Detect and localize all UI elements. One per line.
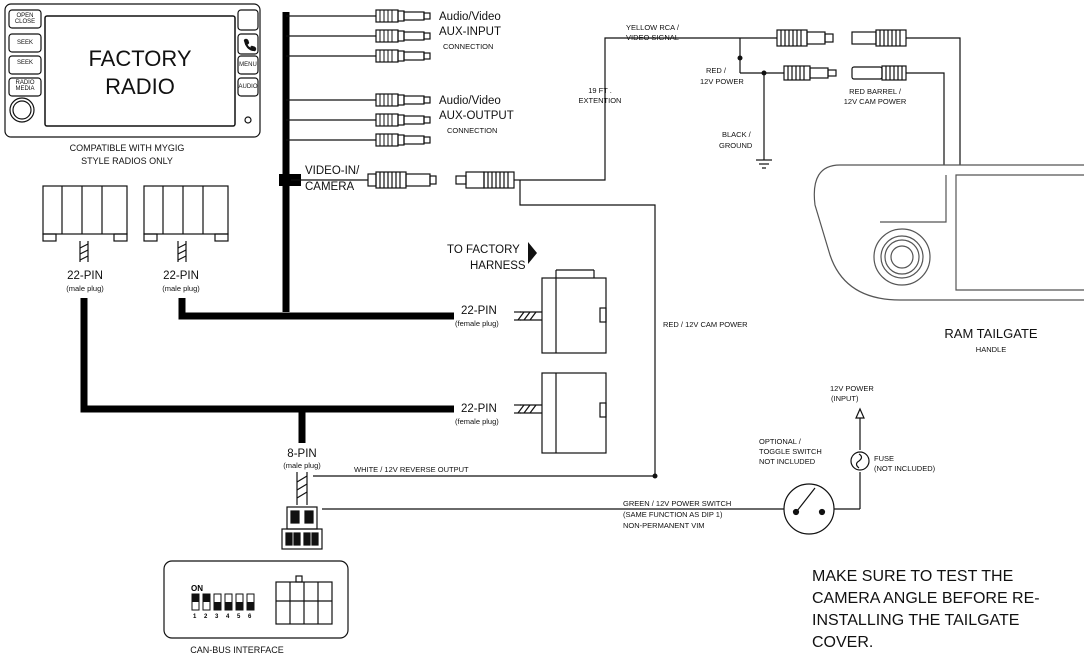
install-note: MAKE SURE TO TEST THE CAMERA ANGLE BEFOR…	[812, 568, 1040, 651]
dip-switch-number: 1	[193, 614, 197, 620]
dip-switch-number: 2	[204, 614, 208, 620]
dip-switch-knob	[247, 602, 254, 610]
radio-button-label: MENU	[239, 62, 257, 68]
green-switch-label-line1: GREEN / 12V POWER SWITCH	[623, 499, 732, 508]
module-plug-type: (male plug)	[283, 461, 321, 470]
aux-output-rca-plugs	[375, 93, 431, 147]
dip-switch-bank: ON 1 2 3 4 5 6	[191, 584, 255, 620]
phone-icon	[243, 38, 257, 52]
aux-output-label-line1: Audio/Video	[439, 95, 501, 107]
white-wire-junction	[652, 473, 658, 479]
yellow-rca-label-line2: VIDEO SIGNAL	[626, 33, 679, 42]
ram-tailgate-handle	[813, 164, 1084, 301]
power-input-label-line1: 12V POWER	[830, 384, 874, 393]
extension-label-line1: 19 FT .	[588, 86, 612, 95]
red-ground-junction	[761, 70, 767, 76]
harness-clip	[279, 174, 301, 186]
green-switch-label-line3: NON-PERMANENT VIM	[623, 521, 705, 530]
canbus-interface-label: CAN-BUS INTERFACE	[190, 645, 284, 655]
harness-plug-1-type: (female plug)	[455, 319, 499, 328]
yellow-red-junction	[737, 55, 743, 61]
radio-title-line2: RADIO	[105, 74, 175, 99]
dip-switch-number: 6	[248, 614, 252, 620]
red-power-label-line1: RED /	[706, 66, 727, 75]
aux-output-label-line3: CONNECTION	[447, 126, 498, 135]
dip-switch-knob	[225, 602, 232, 610]
harness-connector-1	[514, 269, 607, 354]
yellow-rca-label-line1: YELLOW RCA /	[626, 23, 679, 32]
factory-harness-label-line2: HARNESS	[470, 260, 526, 272]
black-ground-label-line2: GROUND	[719, 141, 753, 150]
module-plug-pins: 8-PIN	[287, 448, 317, 460]
radio-plug-1-type: (male plug)	[66, 284, 104, 293]
red-barrel-label-line2: 12V CAM POWER	[843, 97, 907, 106]
extension-label-line2: EXTENTION	[578, 96, 622, 105]
power-input-label-line2: (INPUT)	[831, 394, 859, 403]
toggle-switch-icon	[783, 483, 835, 535]
radio-connector-1	[42, 185, 128, 262]
harness-plug-1-pins: 22-PIN	[461, 305, 497, 317]
branch-wires	[286, 15, 376, 181]
harness-connector-2	[514, 372, 607, 454]
dip-switch-knob	[236, 602, 243, 610]
radio-button-label: SEEK	[16, 40, 33, 46]
radio-compat-line2: STYLE RADIOS ONLY	[81, 156, 173, 166]
radio-button-label: RADIO MEDIA	[15, 80, 35, 92]
canbus-module-body	[163, 560, 349, 639]
toggle-label-line2: TOGGLE SWITCH	[759, 447, 822, 456]
aux-input-label-line1: Audio/Video	[439, 11, 501, 23]
extension-cable	[519, 37, 740, 476]
dip-switch-knob	[203, 594, 210, 602]
radio-plug-2-type: (male plug)	[162, 284, 200, 293]
red-cam-power-wire-label: RED / 12V CAM POWER	[663, 320, 748, 329]
dip-switch-knob	[192, 594, 199, 602]
red-power-label-line2: 12V POWER	[700, 77, 744, 86]
rca-grip-lines	[379, 10, 393, 146]
radio-button-label: OPEN CLOSE	[14, 13, 36, 25]
aux-input-label-line3: CONNECTION	[443, 42, 494, 51]
white-reverse-wire-label: WHITE / 12V REVERSE OUTPUT	[354, 465, 469, 474]
toggle-label-line3: NOT INCLUDED	[759, 457, 816, 466]
fuse-label-line2: (NOT INCLUDED)	[874, 464, 936, 473]
radio-connector-2	[143, 185, 229, 262]
factory-radio-unit	[4, 3, 261, 138]
tailgate-subtitle: HANDLE	[975, 345, 1007, 354]
harness-plug-2-type: (female plug)	[455, 417, 499, 426]
main-harness	[80, 12, 454, 443]
dip-switch-knob	[214, 602, 221, 610]
radio-button-label: AUDIO	[238, 84, 258, 90]
dip-on-label: ON	[191, 584, 203, 593]
fuse-label-line1: FUSE	[874, 454, 895, 463]
video-in-rca-connector	[367, 171, 520, 189]
red-barrel-label-line1: RED BARREL /	[849, 87, 901, 96]
harness-direction-arrow	[528, 242, 537, 264]
radio-button-label: SEEK	[16, 60, 33, 66]
radio-plug-2-pins: 22-PIN	[163, 270, 199, 282]
aux-input-label-line2: AUX-INPUT	[439, 26, 501, 38]
radio-title-line1: FACTORY	[88, 46, 192, 71]
dip-switch-number: 4	[226, 614, 230, 620]
radio-plug-1-pins: 22-PIN	[67, 270, 103, 282]
aux-input-rca-plugs	[375, 9, 431, 63]
video-in-label-line2: CAMERA	[305, 181, 355, 193]
switch-wiring	[313, 418, 861, 510]
toggle-label-line1: OPTIONAL /	[759, 437, 801, 446]
fuse-icon	[850, 451, 870, 471]
tailgate-title: RAM TAILGATE	[944, 326, 1038, 341]
module-8pin-connector	[281, 472, 323, 550]
power-input-arrow-icon	[855, 407, 865, 419]
dip-switch-number: 3	[215, 614, 219, 620]
video-in-label-line1: VIDEO-IN/	[305, 165, 360, 177]
harness-plug-2-pins: 22-PIN	[461, 403, 497, 415]
black-ground-label-line1: BLACK /	[722, 130, 751, 139]
dip-switch-number: 5	[237, 614, 241, 620]
factory-harness-label-line1: TO FACTORY	[447, 244, 520, 256]
green-switch-label-line2: (SAME FUNCTION AS DIP 1)	[623, 510, 723, 519]
radio-compat-line1: COMPATIBLE WITH MYGIG	[69, 143, 185, 153]
aux-output-label-line2: AUX-OUTPUT	[439, 110, 514, 122]
